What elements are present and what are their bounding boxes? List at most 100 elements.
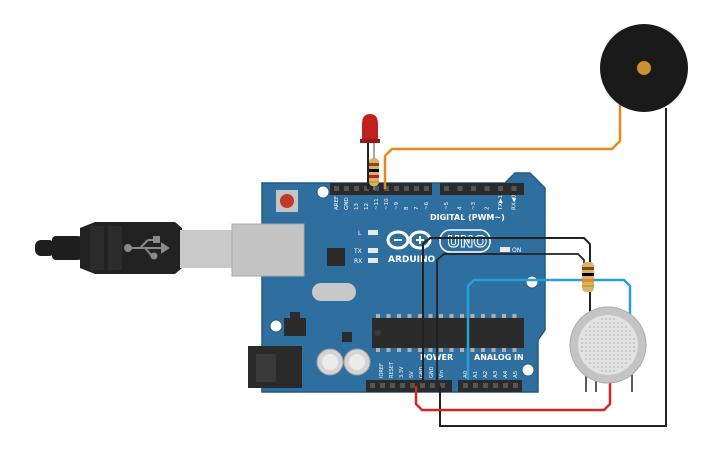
mesh-dot bbox=[633, 342, 635, 344]
pin-hole[interactable] bbox=[503, 383, 508, 388]
pin-hole[interactable] bbox=[400, 383, 405, 388]
mesh-dot bbox=[601, 330, 603, 332]
chip-notch bbox=[375, 330, 381, 336]
red-led[interactable] bbox=[360, 114, 380, 143]
pin-hole[interactable] bbox=[444, 186, 449, 191]
mesh-dot bbox=[633, 346, 635, 348]
mesh-dot bbox=[617, 346, 619, 348]
mesh-dot bbox=[625, 342, 627, 344]
mesh-dot bbox=[601, 318, 603, 320]
pin-hole[interactable] bbox=[484, 186, 490, 191]
mesh-dot bbox=[601, 346, 603, 348]
mesh-dot bbox=[601, 338, 603, 340]
power-pin-label: GND bbox=[429, 366, 435, 378]
pin-hole[interactable] bbox=[440, 383, 445, 388]
mesh-dot bbox=[629, 350, 631, 352]
on-label: ON bbox=[512, 247, 521, 254]
mesh-dot bbox=[589, 338, 591, 340]
pin-hole[interactable] bbox=[513, 383, 518, 388]
pin-hole[interactable] bbox=[404, 186, 409, 191]
mesh-dot bbox=[585, 346, 587, 348]
mesh-dot bbox=[601, 370, 603, 372]
mesh-dot bbox=[621, 322, 623, 324]
pin-hole[interactable] bbox=[493, 383, 498, 388]
mesh-dot bbox=[581, 338, 583, 340]
pin-hole[interactable] bbox=[511, 186, 517, 191]
mesh-dot bbox=[621, 342, 623, 344]
mesh-dot bbox=[593, 326, 595, 328]
mesh-dot bbox=[621, 350, 623, 352]
mesh-dot bbox=[609, 334, 611, 336]
mesh-dot bbox=[609, 370, 611, 372]
mount-hole bbox=[525, 275, 539, 289]
digital-pin-label: 4 bbox=[458, 206, 464, 210]
digital-pin-label: ~9 bbox=[394, 201, 400, 210]
chip-pin bbox=[512, 348, 517, 352]
pin-hole[interactable] bbox=[457, 186, 463, 191]
pin-hole[interactable] bbox=[374, 186, 379, 191]
pin-hole[interactable] bbox=[390, 383, 395, 388]
resistor-led[interactable] bbox=[369, 158, 379, 186]
pin-hole[interactable] bbox=[471, 186, 476, 191]
usb-chip bbox=[327, 248, 345, 266]
pin-hole[interactable] bbox=[354, 186, 359, 191]
buzzer-signal-wire[interactable] bbox=[383, 104, 622, 189]
pin-hole[interactable] bbox=[414, 186, 419, 191]
pin-hole[interactable] bbox=[463, 383, 468, 388]
chip-pin bbox=[376, 314, 380, 318]
pin-hole[interactable] bbox=[483, 383, 488, 388]
sensor-ground-wire-2[interactable] bbox=[436, 253, 585, 380]
mesh-dot bbox=[609, 330, 611, 332]
mesh-dot bbox=[625, 334, 627, 336]
mesh-dot bbox=[609, 318, 611, 320]
mesh-dot bbox=[581, 342, 583, 344]
usb-cable[interactable] bbox=[35, 222, 235, 274]
pin-hole[interactable] bbox=[473, 383, 478, 388]
pin-hole[interactable] bbox=[384, 186, 389, 191]
chip-pin bbox=[386, 348, 391, 352]
pin-hole[interactable] bbox=[394, 186, 399, 191]
mesh-dot bbox=[605, 334, 607, 336]
pin-hole[interactable] bbox=[380, 383, 385, 388]
usb-cable-end bbox=[35, 240, 55, 256]
mesh-dot bbox=[625, 362, 627, 364]
chip-pin bbox=[397, 314, 401, 318]
mesh-dot bbox=[617, 354, 619, 356]
mesh-dot bbox=[617, 326, 619, 328]
buzzer-ground-wire[interactable] bbox=[439, 108, 667, 427]
sensor-ground-wire-1[interactable] bbox=[422, 237, 591, 380]
pin-hole[interactable] bbox=[364, 186, 369, 191]
pin-hole[interactable] bbox=[370, 383, 375, 388]
mesh-dot bbox=[593, 362, 595, 364]
capacitor-top bbox=[349, 354, 365, 370]
reset-button[interactable] bbox=[280, 194, 294, 208]
pin-hole[interactable] bbox=[420, 383, 425, 388]
pin-hole[interactable] bbox=[424, 186, 429, 191]
gas-sensor[interactable] bbox=[569, 306, 647, 392]
mesh-dot bbox=[629, 358, 631, 360]
piezo-buzzer[interactable] bbox=[600, 24, 688, 112]
mesh-dot bbox=[593, 342, 595, 344]
chip-pin bbox=[418, 348, 422, 352]
resistor-body bbox=[582, 262, 594, 292]
sensor-power-wire[interactable] bbox=[414, 380, 612, 412]
resistor-band bbox=[369, 181, 379, 183]
mesh-dot bbox=[605, 346, 607, 348]
sensor-analog-wire[interactable] bbox=[466, 278, 632, 380]
mesh-dot bbox=[597, 366, 599, 368]
led-on-indicator bbox=[500, 247, 510, 252]
pin-hole[interactable] bbox=[334, 186, 339, 191]
pin-hole[interactable] bbox=[344, 186, 349, 191]
mesh-dot bbox=[597, 358, 599, 360]
mesh-dot bbox=[613, 322, 615, 324]
chip-pin bbox=[386, 314, 391, 318]
pin-hole[interactable] bbox=[498, 186, 503, 191]
resistor-sensor[interactable] bbox=[582, 262, 594, 292]
chip-pin bbox=[439, 314, 443, 318]
chip-pin bbox=[439, 348, 443, 352]
pin-hole[interactable] bbox=[410, 383, 415, 388]
led-dome bbox=[362, 114, 378, 140]
pin-hole[interactable] bbox=[430, 383, 435, 388]
mesh-dot bbox=[617, 350, 619, 352]
